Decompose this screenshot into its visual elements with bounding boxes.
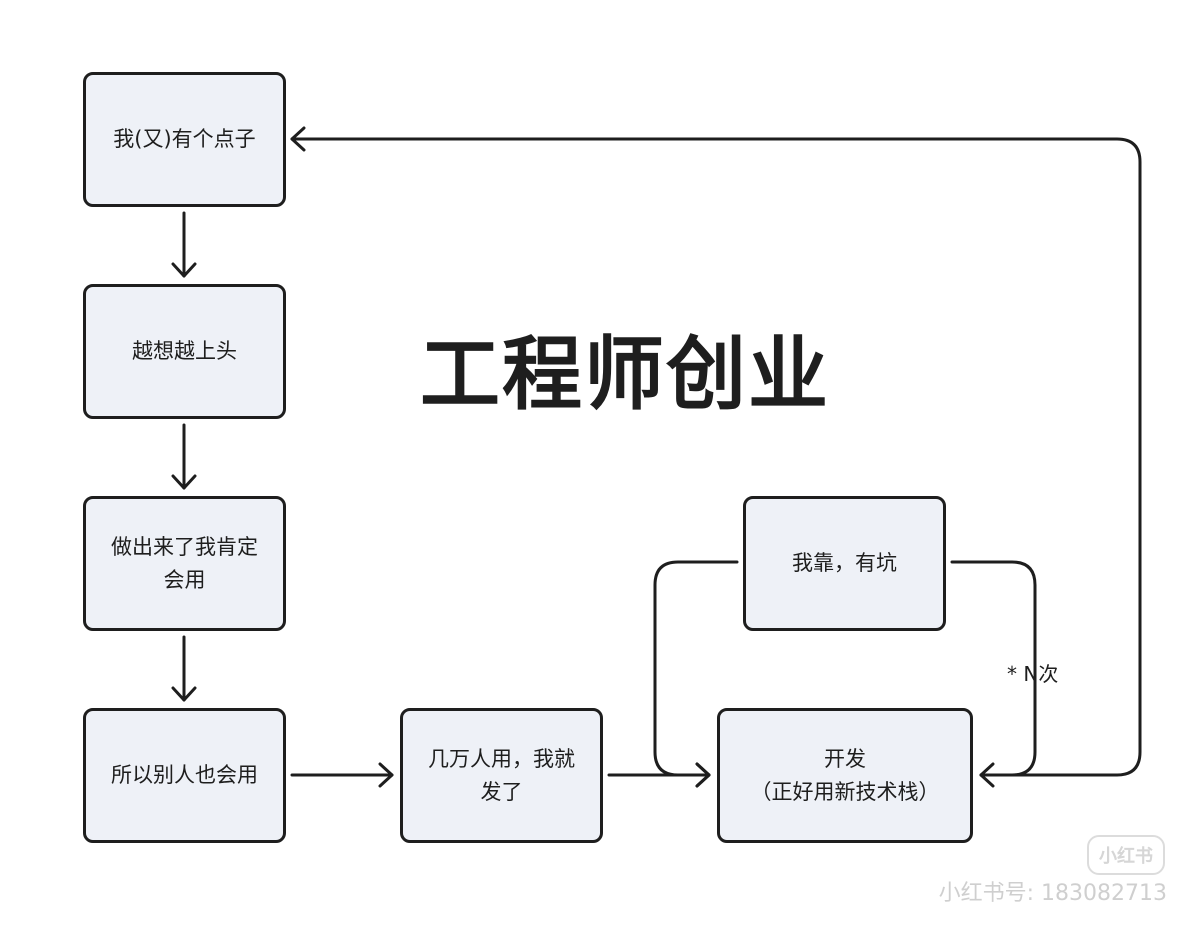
- arrow-develop-to-pitfall: [950, 560, 1037, 788]
- node-idea: 我(又)有个点子: [83, 72, 286, 207]
- node-pitfall: 我靠，有坑: [743, 496, 946, 631]
- node-will-use: 做出来了我肯定 会用: [83, 496, 286, 631]
- node-develop: 开发 （正好用新技术栈）: [717, 708, 973, 843]
- loop-count-label: * N次: [1007, 662, 1059, 686]
- arrow-develop-to-idea: [290, 126, 1142, 777]
- node-excited: 越想越上头: [83, 284, 286, 419]
- watermark-text: 小红书号: 183082713: [938, 881, 1167, 906]
- arrow-pitfall-to-develop: [653, 560, 739, 788]
- watermark-logo: 小红书: [1087, 835, 1165, 875]
- arrow-will-use-to-others-use: [171, 635, 197, 702]
- arrow-others-use-to-tens: [290, 762, 394, 788]
- node-others-use: 所以别人也会用: [83, 708, 286, 843]
- arrow-idea-to-excited: [171, 211, 197, 278]
- diagram-title: 工程师创业: [420, 328, 830, 421]
- arrow-excited-to-will-use: [171, 423, 197, 490]
- node-tens-of-thousands: 几万人用，我就 发了: [400, 708, 603, 843]
